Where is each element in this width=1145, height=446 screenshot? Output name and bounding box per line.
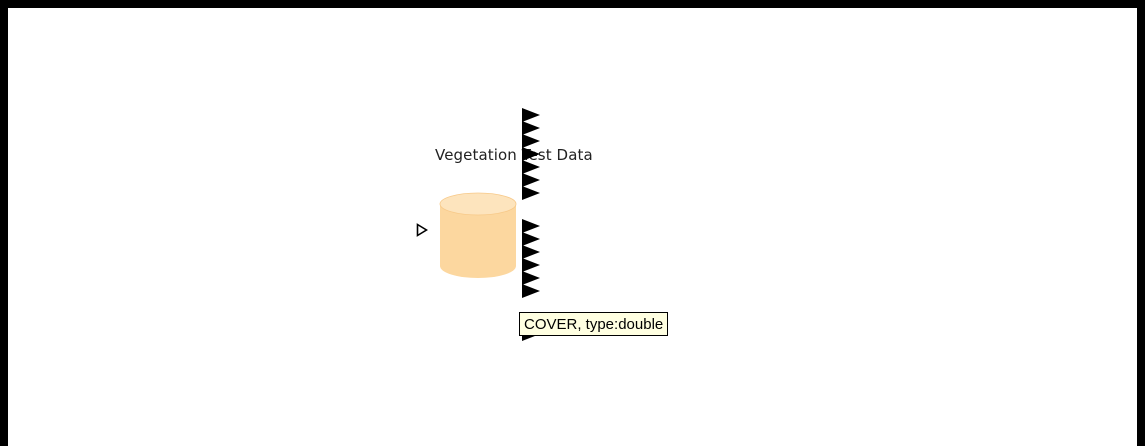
output-port-icon[interactable] (521, 173, 541, 187)
output-port-icon[interactable] (521, 219, 541, 233)
output-port-icon[interactable] (521, 232, 541, 246)
output-port-icon[interactable] (521, 147, 541, 161)
database-cylinder-icon[interactable] (438, 190, 518, 280)
output-port-icon[interactable] (521, 186, 541, 200)
output-port-icon[interactable] (521, 134, 541, 148)
output-port-icon[interactable] (521, 258, 541, 272)
canvas-frame-right (1137, 0, 1145, 446)
output-port-icon[interactable] (521, 284, 541, 298)
canvas-frame-top (0, 0, 1145, 8)
output-port-icon[interactable] (521, 245, 541, 259)
output-port-icon[interactable] (521, 121, 541, 135)
canvas-frame-left (0, 0, 8, 446)
output-port-icon[interactable] (521, 108, 541, 122)
output-port-icon[interactable] (521, 271, 541, 285)
input-port-icon[interactable] (416, 223, 428, 237)
port-tooltip: COVER, type:double (519, 312, 669, 336)
node-title: Vegetation Test Data (435, 146, 593, 164)
output-port-icon[interactable] (521, 160, 541, 174)
